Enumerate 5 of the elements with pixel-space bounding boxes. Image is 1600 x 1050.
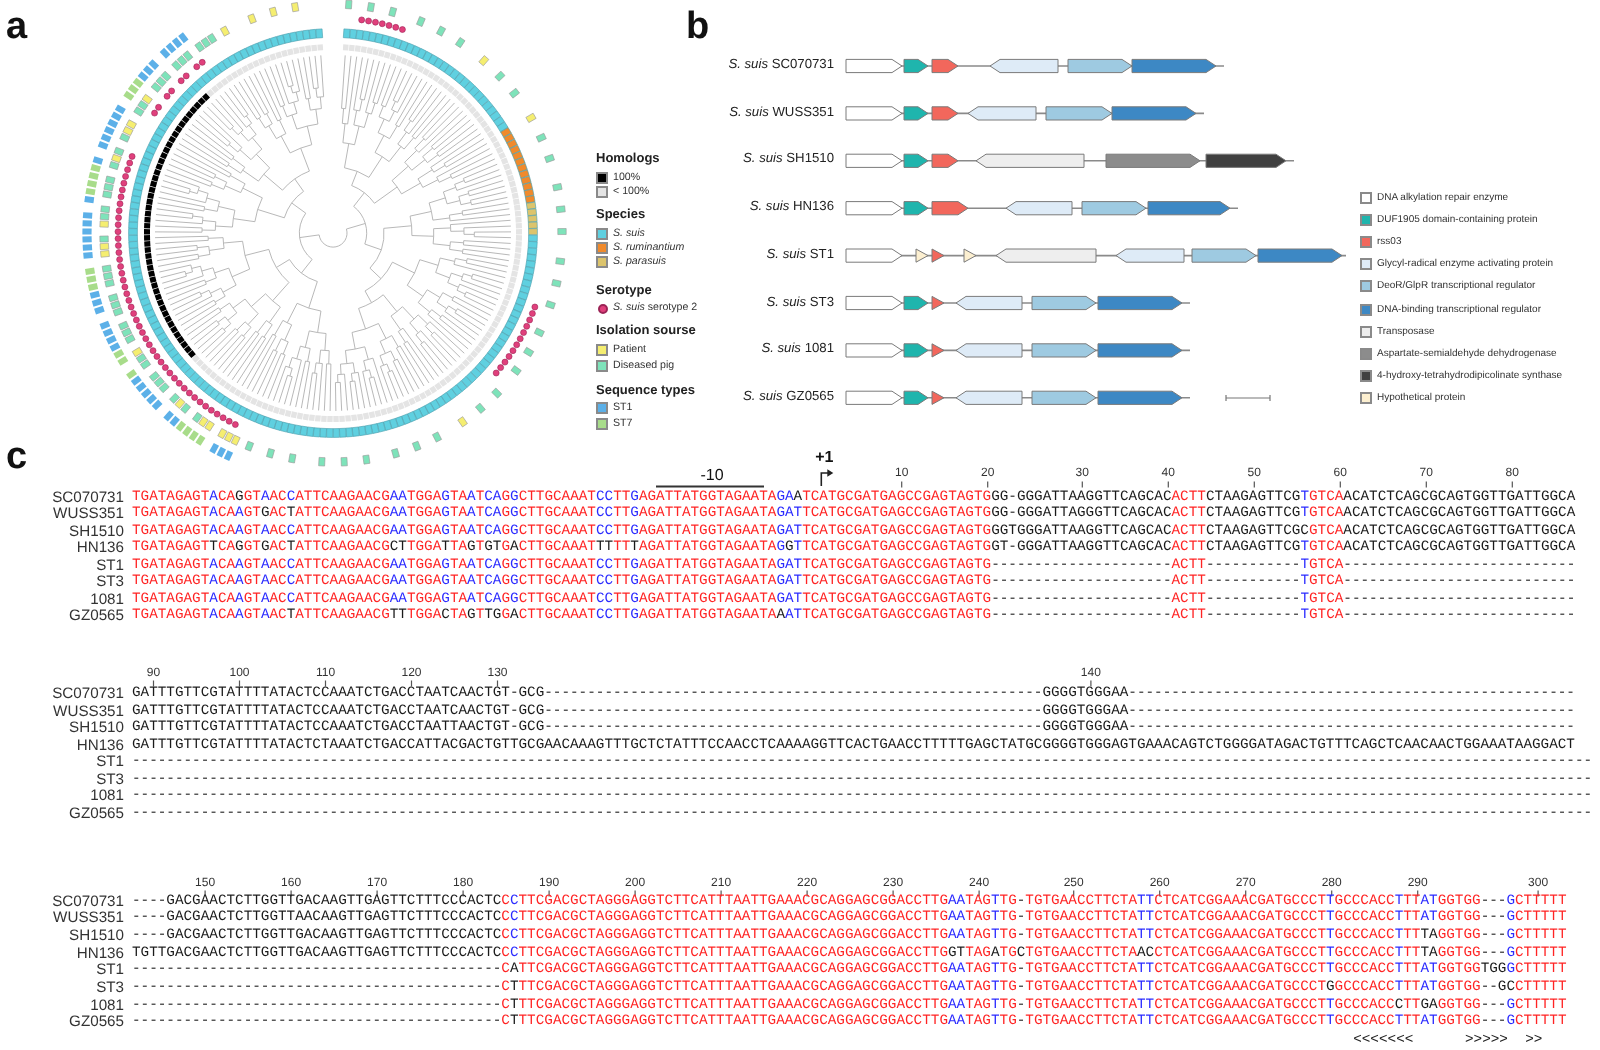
panel-label: b bbox=[686, 8, 710, 46]
tss-label: +1 bbox=[815, 450, 834, 466]
promoter-label: -10 bbox=[700, 468, 724, 484]
panel-label: c bbox=[6, 438, 28, 476]
panel-label: a bbox=[6, 8, 28, 46]
